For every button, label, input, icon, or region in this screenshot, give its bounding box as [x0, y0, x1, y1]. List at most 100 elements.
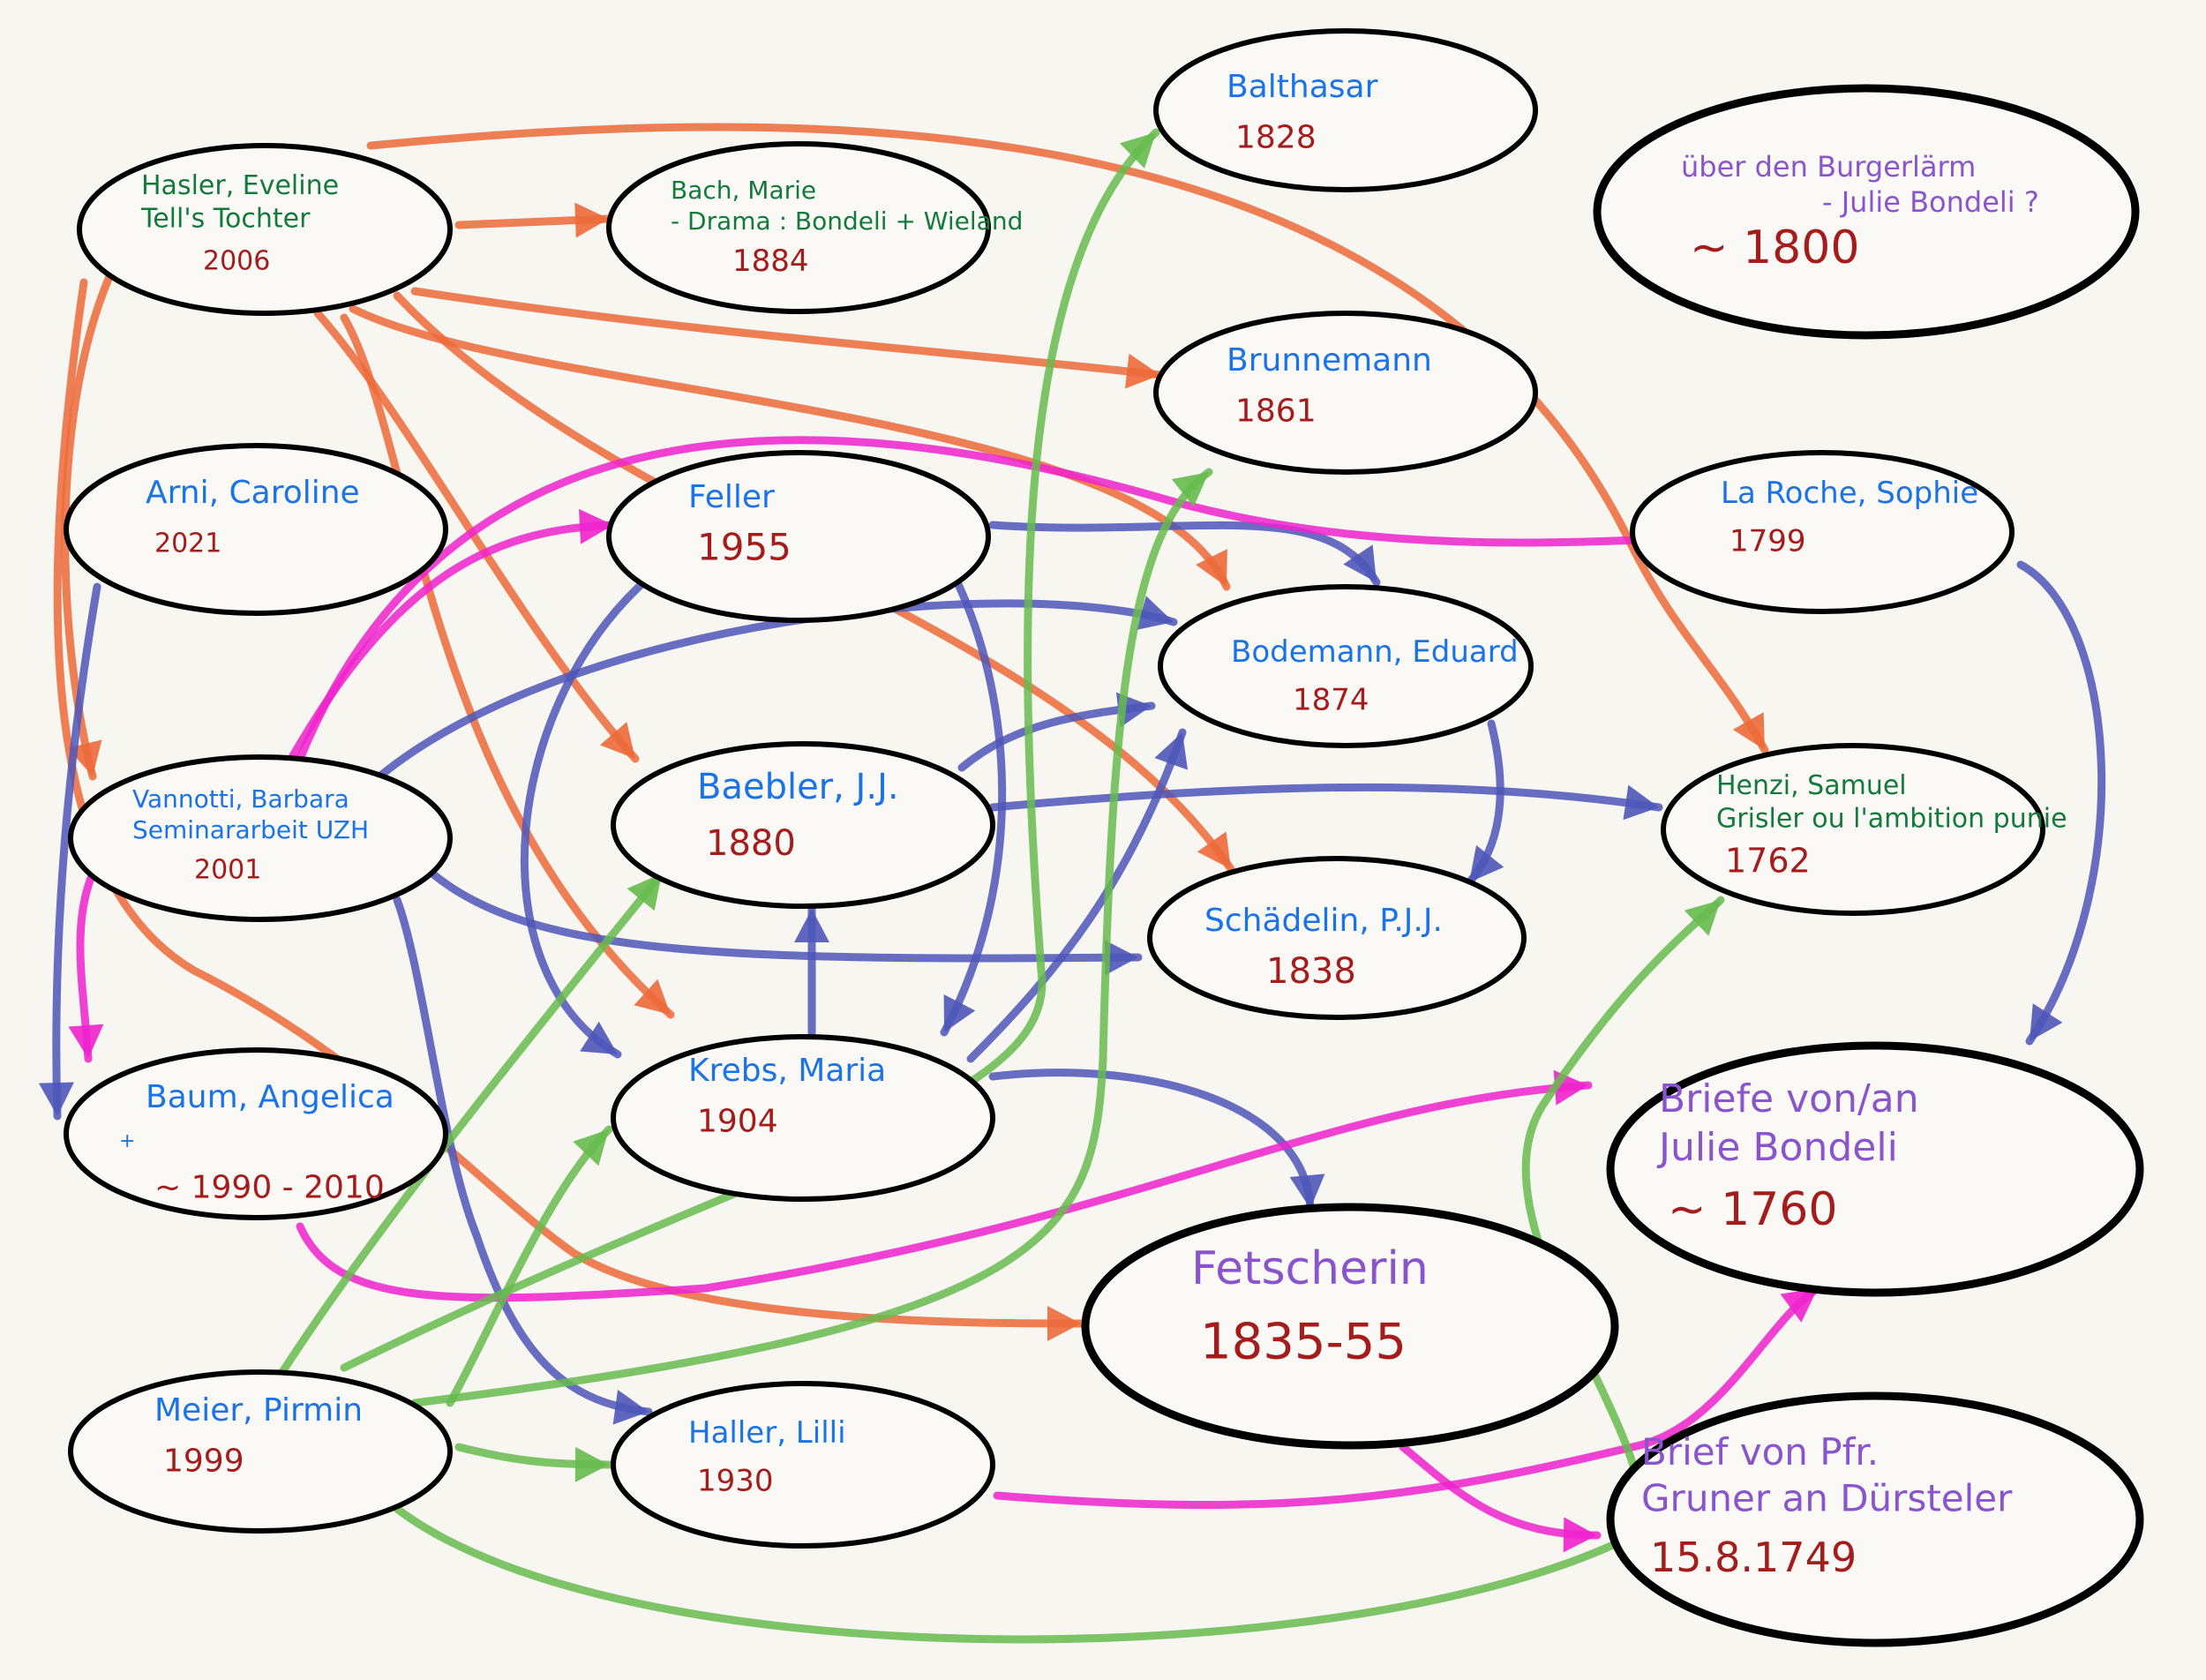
edge-krebs-to-baebler	[794, 904, 829, 1041]
node-label: La Roche, Sophie	[1721, 476, 1978, 511]
node-year: 1838	[1266, 951, 1356, 992]
node-ellipse	[1153, 28, 1538, 192]
node-label: Briefe von/an	[1659, 1076, 1919, 1121]
edge-feller-to-haller	[520, 574, 653, 1059]
arrowhead-icon	[1104, 940, 1138, 976]
edge-bodemann-to-schaedelin	[1465, 719, 1504, 887]
edge-meier-to-haller	[454, 1443, 613, 1482]
node-ellipse	[1081, 1203, 1619, 1450]
node-label: Haller, Lilli	[688, 1415, 846, 1451]
node-ellipse	[1147, 856, 1527, 1020]
edge-krebs-to-bodemann	[966, 728, 1188, 1063]
arrowhead-icon	[612, 1390, 649, 1425]
edge-fetscherin-to-gruner	[1399, 1443, 1602, 1553]
edge-line	[340, 128, 1160, 1372]
node-ellipse	[64, 443, 448, 616]
node-ellipse	[1661, 743, 2045, 916]
node-label: Julie Bondeli	[1656, 1125, 1898, 1170]
edge-line	[366, 123, 1769, 754]
node-burgerlaerm[interactable]: über den Burgerlärm- Julie Bondeli ?~ 18…	[1593, 84, 2140, 340]
node-arni[interactable]: Arni, Caroline 2021	[64, 443, 448, 616]
node-year: ~ 1800	[1690, 221, 1859, 274]
node-schaedelin[interactable]: Schädelin, P.J.J. 1838	[1147, 856, 1527, 1020]
node-year: 1880	[706, 823, 796, 864]
node-ellipse	[68, 754, 453, 922]
node-label: Brief von Pfr.	[1641, 1430, 1879, 1474]
node-label: - Julie Bondeli ?	[1822, 185, 2039, 219]
edge-krebs-to-fetscherin	[988, 1069, 1325, 1213]
arrowhead-icon	[1136, 596, 1174, 630]
node-ellipse	[1630, 450, 2015, 614]
arrowhead-icon	[600, 722, 635, 759]
node-label: Balthasar	[1227, 69, 1378, 105]
node-bach[interactable]: Bach, Marie- Drama : Bondeli + Wieland18…	[606, 141, 1023, 314]
edge-line	[393, 896, 653, 1416]
arrowhead-icon	[1684, 900, 1721, 936]
arrowhead-icon	[1623, 784, 1659, 821]
edge-line	[349, 304, 1231, 591]
arrowhead-icon	[574, 1446, 609, 1482]
node-year: 1904	[697, 1104, 778, 1140]
edge-line	[988, 521, 1381, 587]
edge-line	[966, 728, 1187, 1063]
node-label: Bodemann, Eduard	[1231, 634, 1519, 670]
node-ellipse	[611, 1034, 995, 1202]
node-label: Baum, Angelica	[146, 1079, 394, 1115]
node-ellipse	[606, 141, 991, 314]
node-year: 2021	[154, 529, 221, 559]
node-year: 1799	[1730, 523, 1806, 559]
edge-line	[313, 309, 640, 763]
edge-meier-to-balthasar	[340, 128, 1160, 1372]
node-label: Schädelin, P.J.J.	[1204, 903, 1443, 939]
node-year: 1884	[732, 244, 809, 279]
node-label: Gruner an Dürsteler	[1641, 1477, 2013, 1520]
node-label: Meier, Pirmin	[154, 1392, 363, 1429]
node-gruner[interactable]: Brief von Pfr.Gruner an Dürsteler 15.8.17…	[1606, 1391, 2144, 1647]
arrowhead-icon	[943, 994, 976, 1032]
node-ellipse	[1606, 1041, 2144, 1297]
node-year: 1955	[697, 526, 792, 569]
edge-meier-to-krebs	[446, 1125, 613, 1407]
edges-layer	[38, 123, 2106, 1644]
edge-line	[446, 1125, 613, 1407]
node-year: 15.8.1749	[1650, 1534, 1857, 1581]
node-laroche[interactable]: La Roche, Sophie 1799	[1630, 450, 2015, 614]
node-ellipse	[1153, 311, 1538, 475]
node-label: Bach, Marie	[671, 176, 816, 205]
node-ellipse	[1606, 1391, 2144, 1647]
arrowhead-icon	[1119, 132, 1156, 169]
node-meier[interactable]: Meier, Pirmin 1999	[68, 1369, 453, 1534]
node-ellipse	[77, 143, 453, 316]
arrowhead-icon	[1171, 472, 1209, 507]
edge-vannotti-to-haller	[393, 896, 653, 1425]
node-year: 1835-55	[1200, 1314, 1407, 1371]
node-label: Seminararbeit UZH	[132, 815, 369, 844]
node-baum[interactable]: Baum, Angelica+~ 1990 - 2010	[64, 1047, 448, 1220]
node-ellipse	[1158, 584, 1534, 748]
edge-line	[2016, 560, 2106, 1046]
edge-line	[410, 468, 1213, 1407]
node-year: 1762	[1725, 841, 1811, 880]
edge-line	[520, 574, 653, 1059]
edge-vannotti-to-schaedelin	[428, 869, 1143, 976]
node-ellipse	[64, 1047, 448, 1220]
arrowhead-icon	[1732, 712, 1765, 750]
arrowhead-icon	[1197, 831, 1231, 869]
edge-line	[410, 287, 1165, 379]
node-label: Arni, Caroline	[146, 475, 360, 511]
node-baebler[interactable]: Baebler, J.J.1880	[611, 741, 995, 909]
node-year: 1999	[163, 1444, 244, 1480]
edge-line	[1399, 1443, 1602, 1540]
